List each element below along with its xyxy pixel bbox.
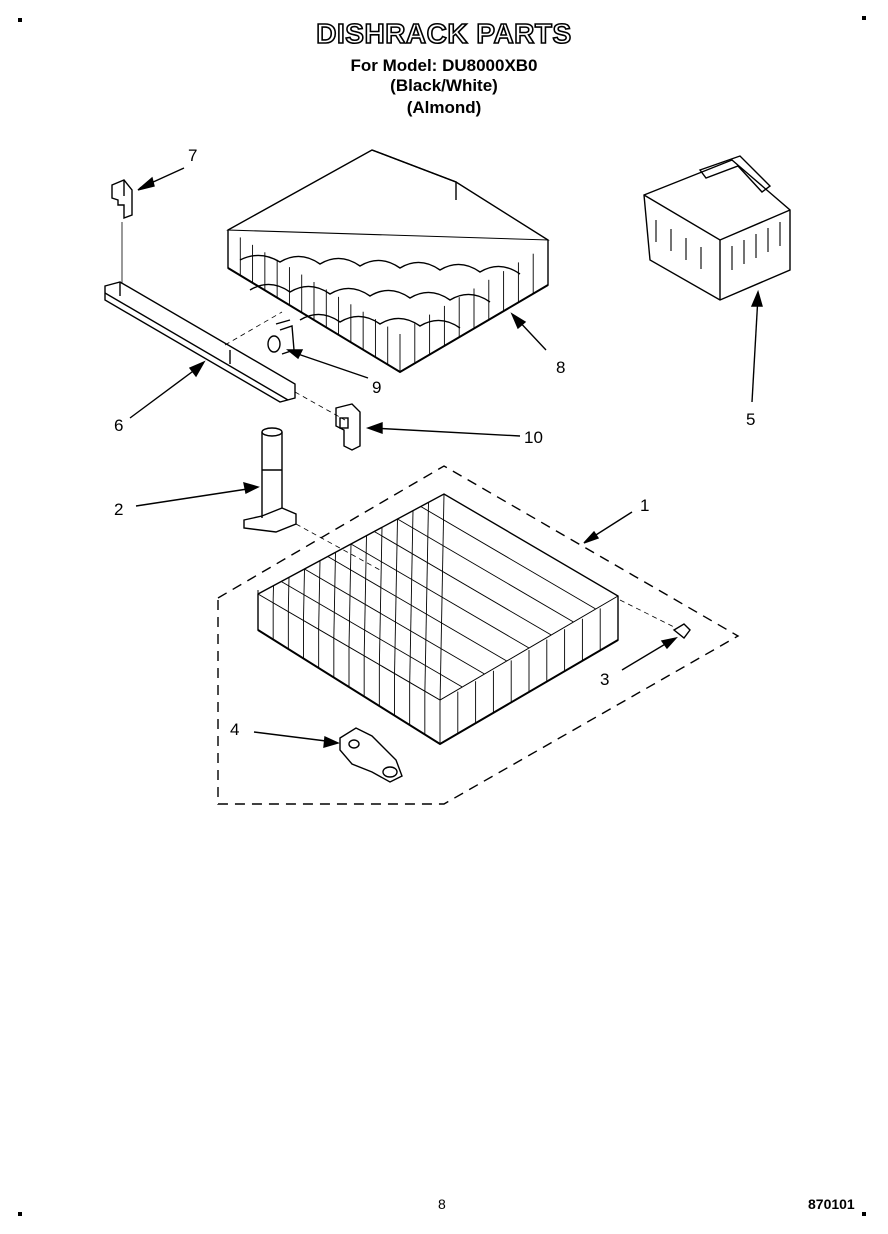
page-number: 8	[438, 1196, 446, 1212]
callout-10: 10	[524, 428, 543, 447]
rack-roller-pin-drawing	[672, 623, 691, 639]
callout-2: 2	[114, 500, 124, 519]
rack-wire	[409, 510, 414, 686]
registration-mark	[18, 1212, 22, 1216]
registration-mark	[18, 18, 22, 22]
lower-dishrack-drawing	[217, 465, 740, 805]
callout-6: 6	[114, 416, 124, 435]
rack-wire	[318, 560, 321, 629]
rack-stop-drawing	[335, 403, 361, 451]
page-title: DISHRACK PARTS	[315, 17, 572, 50]
callout-3: 3	[600, 670, 610, 689]
document-code: 870101	[808, 1196, 855, 1212]
rack-wire	[281, 581, 463, 688]
callout-8: 8	[556, 358, 566, 377]
finish-almond: (Almond)	[406, 98, 482, 117]
lower-rack-roller-drawing	[339, 727, 403, 783]
rack-wire	[420, 506, 596, 610]
rack-wire	[303, 568, 305, 619]
rack-wire	[374, 531, 552, 636]
callout-4: 4	[230, 720, 240, 739]
callout-9: 9	[372, 378, 382, 397]
rack-wire	[363, 535, 367, 657]
silverware-basket-drawing	[643, 155, 791, 301]
rack-rail-drawing	[104, 222, 346, 421]
finish-black-white: (Black/White)	[390, 76, 498, 95]
rack-wire	[350, 543, 530, 649]
rack-wheel-drawing	[267, 319, 295, 355]
rail-clip-drawing	[111, 179, 133, 220]
rack-wire	[424, 502, 429, 695]
callout-1: 1	[640, 496, 650, 515]
model-number: For Model: DU8000XB0	[350, 56, 538, 75]
rack-wire	[287, 577, 290, 610]
registration-mark	[862, 16, 866, 20]
rack-wire	[333, 552, 336, 638]
spray-tower-drawing	[243, 427, 297, 533]
callout-7: 7	[188, 146, 198, 165]
upper-dishrack-drawing	[226, 149, 550, 374]
rack-wire	[378, 527, 383, 667]
callout-5: 5	[746, 410, 756, 429]
rack-wire	[327, 556, 507, 662]
rack-wire	[397, 518, 574, 623]
rack-wire	[304, 568, 485, 675]
leader-lines	[129, 167, 763, 748]
registration-mark	[862, 1212, 866, 1216]
rack-wire	[439, 493, 445, 705]
